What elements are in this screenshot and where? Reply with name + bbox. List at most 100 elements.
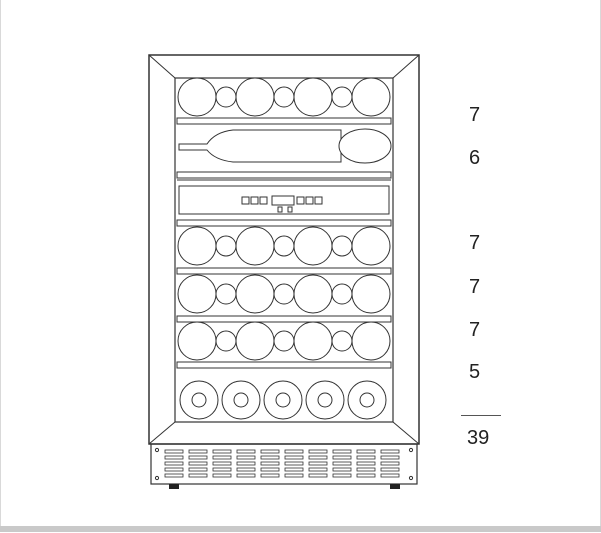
bottle xyxy=(215,283,237,305)
vent-slot xyxy=(332,473,352,478)
vent-slot xyxy=(212,449,232,454)
vent-slot xyxy=(236,449,256,454)
bottle xyxy=(351,274,391,314)
shelf-rails xyxy=(176,117,392,369)
vent-slot xyxy=(356,467,376,472)
bottle xyxy=(178,129,342,163)
shelf-rail xyxy=(176,315,392,323)
vent-slot xyxy=(380,455,400,460)
vent-slot xyxy=(356,449,376,454)
shelf-rail xyxy=(176,267,392,275)
shelf-count-6: 5 xyxy=(469,361,481,383)
shelf-rail xyxy=(176,117,392,125)
bottle-neck xyxy=(317,392,333,408)
bottle xyxy=(235,77,275,117)
bottle xyxy=(331,86,353,108)
bottle-neck xyxy=(275,392,291,408)
vent-slot xyxy=(236,467,256,472)
bottle xyxy=(215,330,237,352)
vent-slot xyxy=(284,449,304,454)
bottle xyxy=(177,226,217,266)
bottle xyxy=(331,235,353,257)
panel-button xyxy=(241,196,250,205)
vent-slot xyxy=(188,473,208,478)
bottle xyxy=(351,321,391,361)
bottle xyxy=(235,274,275,314)
vent-grille xyxy=(150,443,418,485)
bottle xyxy=(215,86,237,108)
vent-slot xyxy=(164,449,184,454)
vent-slot xyxy=(212,455,232,460)
control-panel xyxy=(178,185,390,215)
panel-indicator xyxy=(287,206,293,213)
vent-slot xyxy=(236,461,256,466)
vent-slot xyxy=(380,467,400,472)
vent-slot xyxy=(332,455,352,460)
shelf-count-5: 7 xyxy=(469,319,481,341)
vent-slot xyxy=(332,467,352,472)
bottle-base xyxy=(338,128,392,164)
vent-slot xyxy=(356,473,376,478)
vent-slot xyxy=(284,473,304,478)
bottle-neck xyxy=(233,392,249,408)
bottle-group xyxy=(177,77,392,420)
bottle xyxy=(293,226,333,266)
vent-slot xyxy=(164,461,184,466)
vent-slot xyxy=(260,461,280,466)
total-capacity: 39 xyxy=(467,427,490,449)
vent-slot xyxy=(188,455,208,460)
shelf-rail xyxy=(176,219,392,227)
vent-slot xyxy=(164,467,184,472)
bottle xyxy=(273,86,295,108)
vent-slot xyxy=(308,455,328,460)
bottle xyxy=(293,321,333,361)
vent-slot xyxy=(308,449,328,454)
vent-slot xyxy=(188,461,208,466)
vent-slot xyxy=(308,467,328,472)
bottle-neck xyxy=(191,392,207,408)
vent-slot xyxy=(212,467,232,472)
bottle xyxy=(351,226,391,266)
bottle xyxy=(235,226,275,266)
vent-slot xyxy=(308,473,328,478)
vent-slot xyxy=(212,461,232,466)
vent-slot xyxy=(284,461,304,466)
vent-slot xyxy=(260,467,280,472)
panel-button xyxy=(314,196,323,205)
vent-slot xyxy=(188,467,208,472)
vent-slot xyxy=(260,473,280,478)
total-divider xyxy=(461,415,501,416)
bottle xyxy=(347,380,387,420)
bottle xyxy=(293,77,333,117)
door-inner-frame xyxy=(174,77,394,423)
bottle xyxy=(273,330,295,352)
bottle xyxy=(273,283,295,305)
bottle xyxy=(273,235,295,257)
bottle xyxy=(331,330,353,352)
vent-slot xyxy=(188,449,208,454)
panel-indicator xyxy=(277,206,283,213)
vent-slot xyxy=(284,467,304,472)
bottle xyxy=(221,380,261,420)
shelf-rail xyxy=(176,361,392,369)
vent-slot xyxy=(164,473,184,478)
vent-slot xyxy=(260,449,280,454)
panel-button xyxy=(259,196,268,205)
bevel-bl xyxy=(148,421,176,445)
shelf-rail xyxy=(176,171,392,179)
vent-slot xyxy=(284,455,304,460)
bevel-tr xyxy=(392,54,420,79)
vent-slot xyxy=(356,455,376,460)
shelf-count-2: 6 xyxy=(469,147,481,169)
panel-button xyxy=(305,196,314,205)
shelf-count-1: 7 xyxy=(469,104,481,126)
vent-slot xyxy=(260,455,280,460)
vent-slot xyxy=(380,461,400,466)
side-bottle xyxy=(178,128,392,164)
foot-left xyxy=(169,484,179,489)
bottle xyxy=(351,77,391,117)
vent-slot xyxy=(236,455,256,460)
panel-button xyxy=(296,196,305,205)
vent-slot xyxy=(236,473,256,478)
